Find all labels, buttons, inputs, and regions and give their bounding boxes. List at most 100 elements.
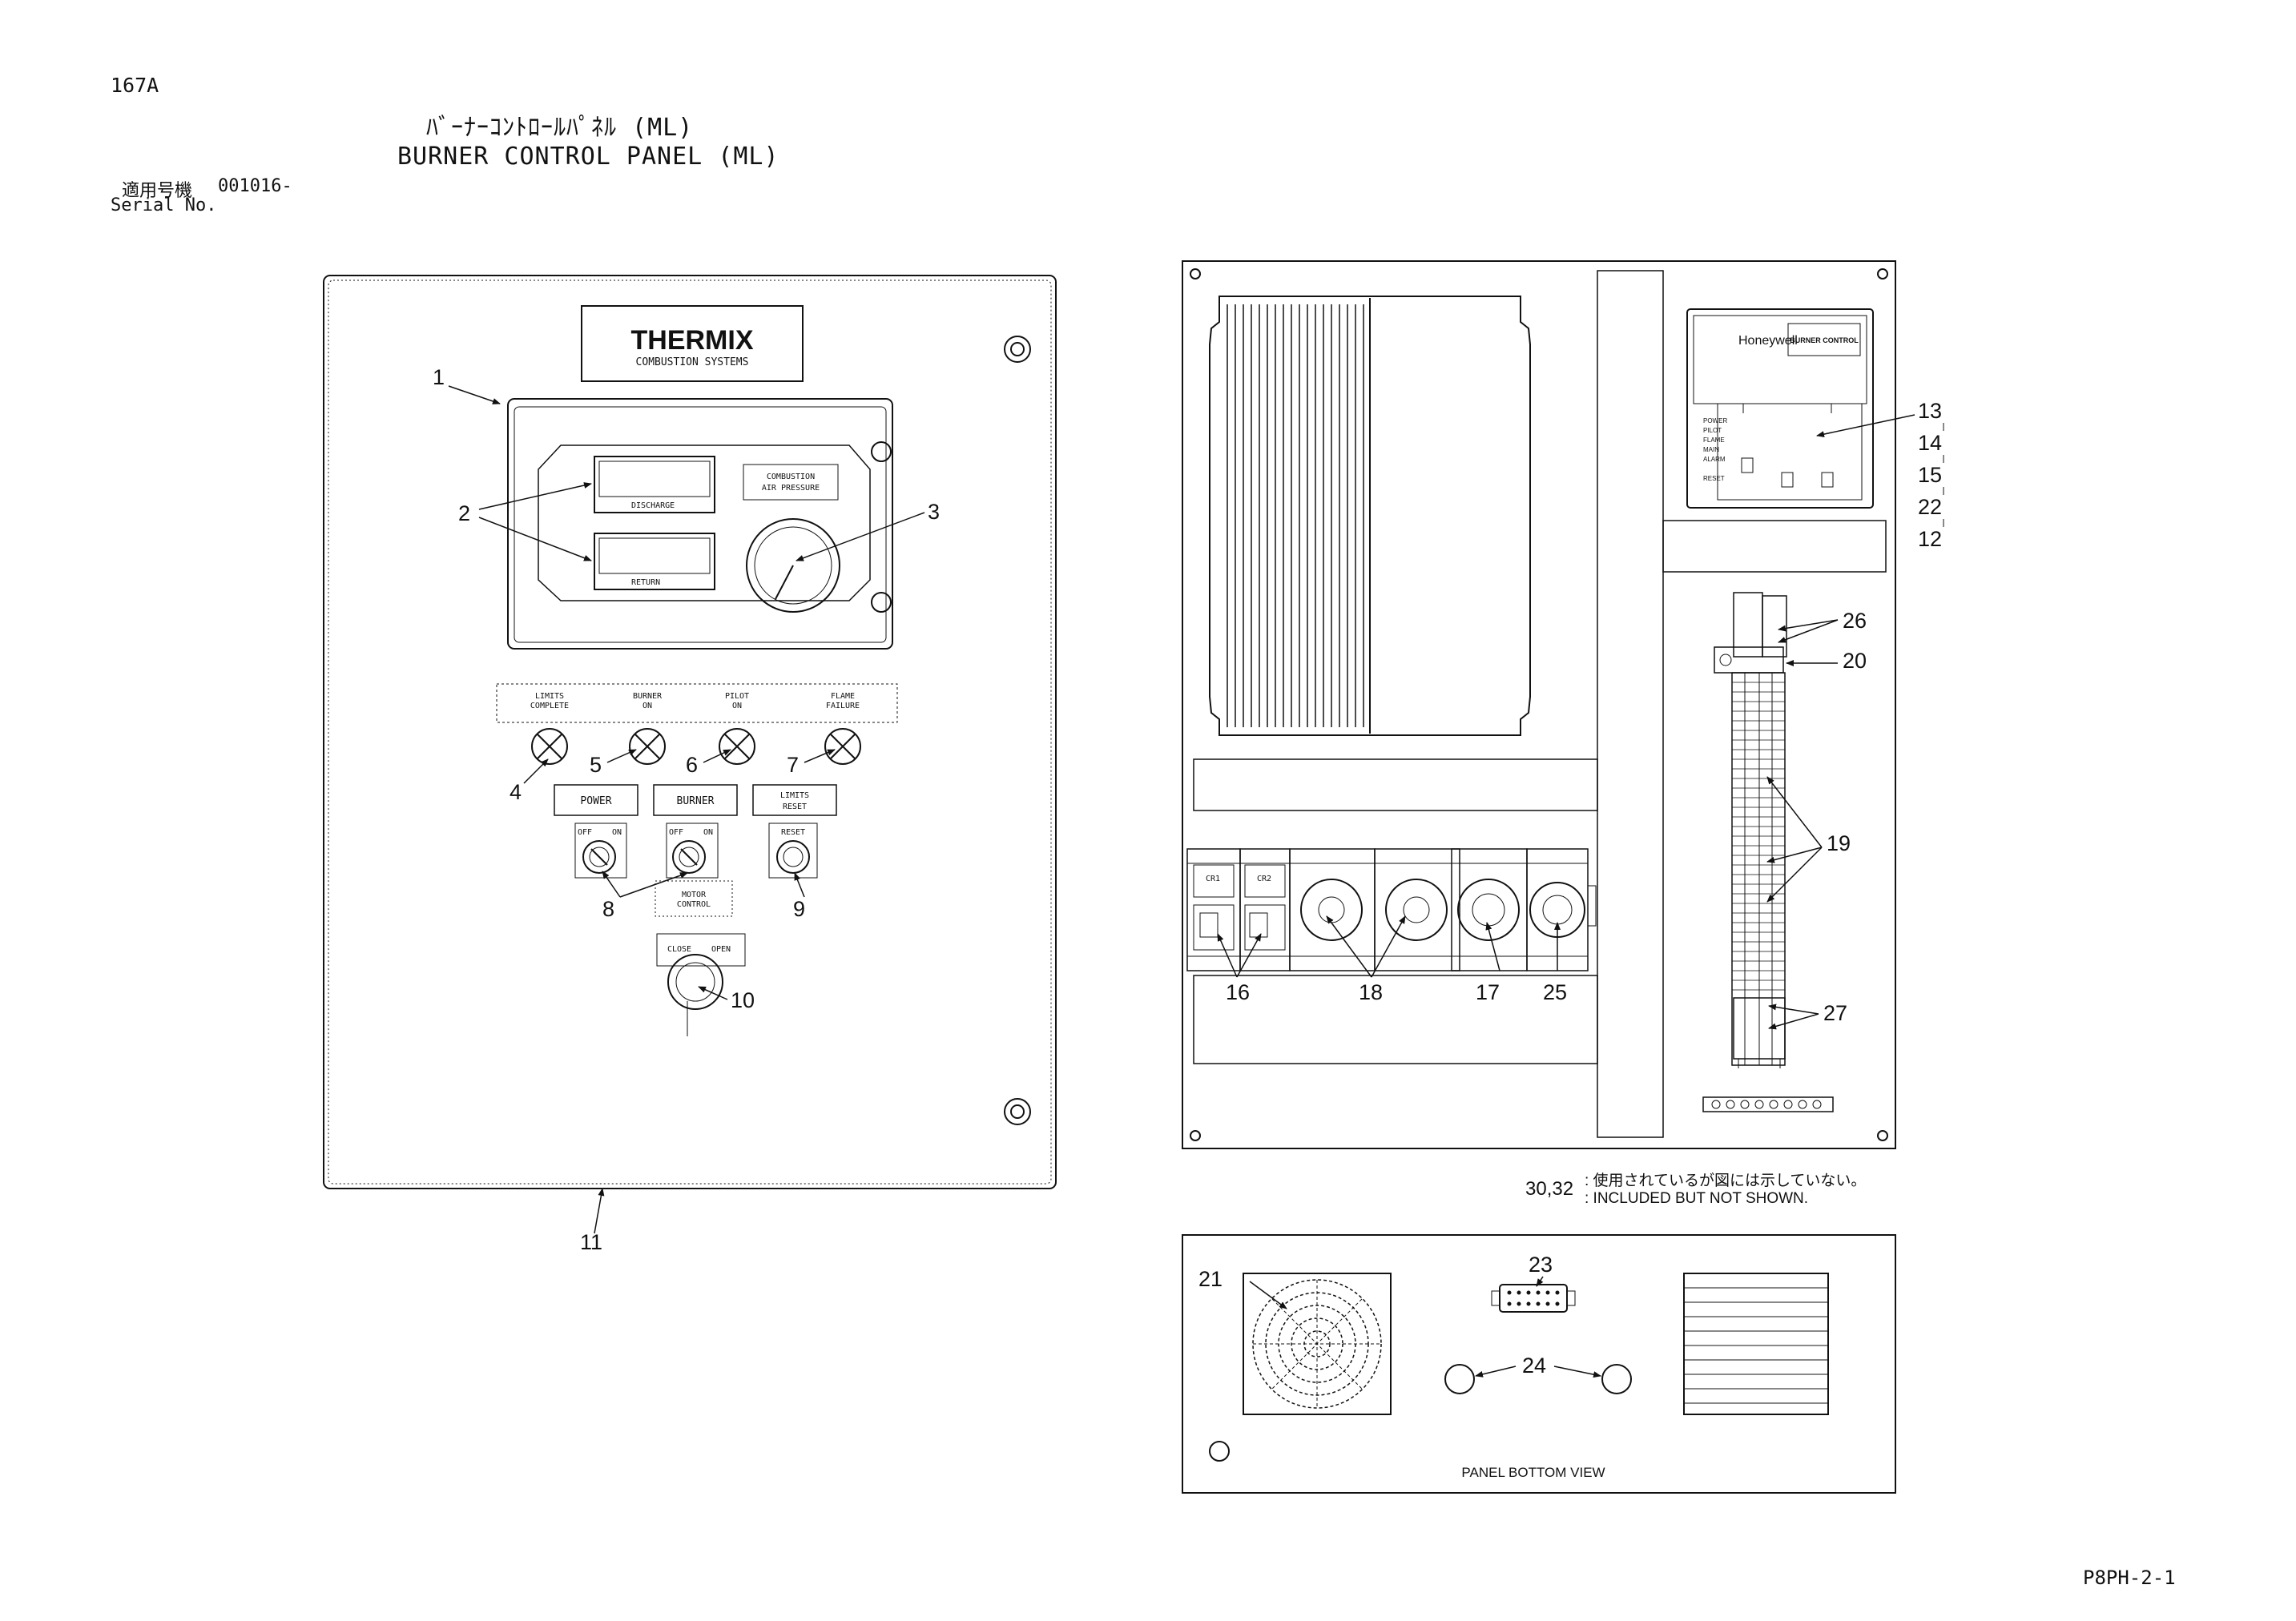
callout-1: 1 xyxy=(433,365,445,389)
controller-led-flame: FLAME xyxy=(1703,436,1725,444)
ground-bar xyxy=(1702,1096,1834,1112)
burner-controller xyxy=(1686,308,1874,509)
indicator-lamp-burner-on xyxy=(629,728,666,765)
burner-label: BURNER xyxy=(677,795,715,807)
callout-26: 26 xyxy=(1843,609,1867,633)
control-label: CONTROL xyxy=(677,900,711,909)
heat-sink-unit xyxy=(1209,296,1531,736)
indicator-limits-label: LIMITS xyxy=(535,692,564,701)
indicator-burner-on-label: ON xyxy=(642,702,652,710)
cable-gland-left xyxy=(1444,1364,1475,1394)
limits-label: LIMITS xyxy=(780,791,809,800)
callout-22: 22 xyxy=(1918,495,1942,519)
note-japanese: : 使用されているが図には示していない。 xyxy=(1585,1172,1866,1189)
callout-15: 15 xyxy=(1918,463,1942,487)
callout-2: 2 xyxy=(458,501,470,525)
component-terminal-rows xyxy=(1187,863,1588,957)
limits-reset-label-plate xyxy=(752,784,837,816)
controller-led-main: MAIN xyxy=(1703,446,1719,453)
cooling-fan-grille xyxy=(1243,1273,1392,1415)
discharge-label: DISCHARGE xyxy=(631,501,675,510)
exhaust-filter-grille xyxy=(1683,1273,1829,1415)
indicator-pilot-on-label: ON xyxy=(732,702,742,710)
callout-16: 16 xyxy=(1226,980,1250,1004)
indicator-complete-label: COMPLETE xyxy=(530,702,569,710)
relay-18b xyxy=(1374,848,1460,971)
gauge-window xyxy=(507,398,893,650)
serial-label-english: Serial No. xyxy=(111,195,217,215)
relay-cr2-label: CR2 xyxy=(1257,875,1271,883)
callout-8: 8 xyxy=(602,897,614,921)
callout-6: 6 xyxy=(686,753,698,777)
burner-on-label: ON xyxy=(703,828,713,837)
controller-brand: Honeywell xyxy=(1738,334,1798,348)
horizontal-wire-duct-bottom xyxy=(1193,975,1598,1064)
callout-3: 3 xyxy=(928,500,940,524)
power-label: POWER xyxy=(580,795,611,807)
controller-led-pilot: PILOT xyxy=(1703,427,1722,434)
power-selector-switch xyxy=(574,823,627,879)
bottom-ground-screw xyxy=(1209,1441,1230,1462)
serial-label-japanese: 適用号機 xyxy=(122,181,193,201)
door-screw-top xyxy=(1004,336,1031,363)
callout-9: 9 xyxy=(793,897,805,921)
timer-relay-17 xyxy=(1451,848,1528,971)
callout-21: 21 xyxy=(1198,1267,1223,1291)
indicator-label-strip xyxy=(496,683,898,723)
vertical-wire-duct xyxy=(1597,270,1664,1138)
interior-backplate xyxy=(1182,260,1896,1149)
controller-led-reset: RESET xyxy=(1703,475,1725,482)
callout-18: 18 xyxy=(1359,980,1383,1004)
callout-10: 10 xyxy=(731,988,755,1012)
callout-5: 5 xyxy=(590,753,602,777)
callout-24: 24 xyxy=(1522,1354,1546,1378)
combustion-label: COMBUSTION xyxy=(767,473,815,481)
callout-27: 27 xyxy=(1823,1001,1847,1025)
power-on-label: ON xyxy=(612,828,622,837)
brand-name: THERMIX xyxy=(631,325,754,356)
indicator-pilot-label: PILOT xyxy=(725,692,749,701)
reset-button-label: RESET xyxy=(781,828,805,837)
callout-11: 11 xyxy=(580,1230,602,1254)
controller-label: BURNER CONTROL xyxy=(1790,336,1859,344)
limits-reset-button xyxy=(768,823,818,879)
note-english: : INCLUDED BUT NOT SHOWN. xyxy=(1585,1190,1808,1207)
connector-23 xyxy=(1491,1284,1576,1313)
circuit-breaker-cr1 xyxy=(1186,848,1241,971)
indicator-lamp-flame-failure xyxy=(824,728,861,765)
indicator-flame-label: FLAME xyxy=(831,692,855,701)
indicator-lamp-limits-complete xyxy=(531,728,568,765)
door-screw-bottom xyxy=(1004,1098,1031,1125)
indicator-burner-label: BURNER xyxy=(633,692,663,701)
serial-number: 001016- xyxy=(218,176,292,196)
valve-close-label: CLOSE xyxy=(667,945,691,954)
callout-numbers: 1 2 3 4 5 6 7 8 9 10 11 13 14 15 22 12 2… xyxy=(433,365,1942,1378)
damper-close-open-switch xyxy=(656,933,746,1036)
return-label: RETURN xyxy=(631,578,660,587)
panel-bottom-view xyxy=(1182,1234,1896,1494)
relay-18a xyxy=(1289,848,1376,971)
burner-selector-switch xyxy=(666,823,719,879)
burner-label-plate xyxy=(653,784,738,816)
power-label-plate xyxy=(554,784,638,816)
horizontal-wire-duct-top xyxy=(1662,520,1887,573)
burner-off-label: OFF xyxy=(669,828,683,837)
callout-14: 14 xyxy=(1918,431,1942,455)
valve-open-label: OPEN xyxy=(711,945,731,954)
reset-label: RESET xyxy=(783,802,807,811)
leader-lines xyxy=(448,385,1915,1378)
note-part-numbers: 30,32 xyxy=(1525,1178,1573,1200)
callout-13: 13 xyxy=(1918,399,1942,423)
air-pressure-label: AIR PRESSURE xyxy=(762,484,820,493)
brand-nameplate xyxy=(581,305,804,382)
callout-12: 12 xyxy=(1918,527,1942,551)
circuit-breaker-cr2 xyxy=(1239,848,1291,971)
terminal-rows xyxy=(1732,682,1785,991)
callout-4: 4 xyxy=(510,780,522,804)
controller-led-power: POWER xyxy=(1703,417,1727,424)
terminal-block xyxy=(1714,592,1787,1068)
brand-subtitle: COMBUSTION SYSTEMS xyxy=(636,356,749,368)
din-rail-end-stop xyxy=(1587,885,1597,927)
callout-19: 19 xyxy=(1827,831,1851,855)
relay-cr1-label: CR1 xyxy=(1206,875,1220,883)
